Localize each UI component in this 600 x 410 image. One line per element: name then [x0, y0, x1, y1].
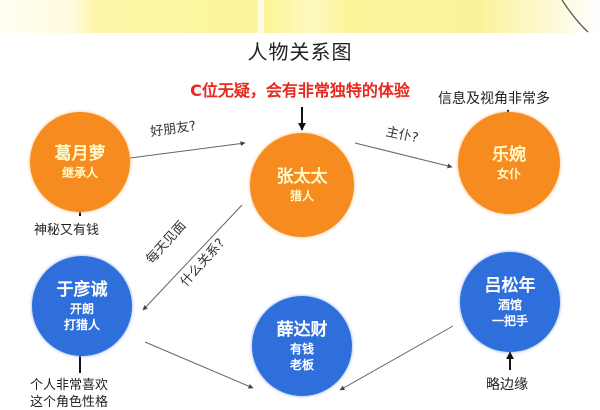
edge-zhang-yu	[142, 204, 243, 311]
edge-zhang-le	[354, 142, 453, 169]
character-trait: 酒馆	[497, 297, 522, 312]
character-name: 葛月萝	[54, 143, 106, 164]
lv-note: 略边缘	[486, 377, 528, 393]
character-role: 猎人	[289, 188, 314, 203]
character-trait: 有钱	[289, 341, 314, 356]
character-role: 老板	[289, 357, 314, 372]
edge-ge-zhang	[129, 141, 246, 159]
le-note: 信息及视角非常多	[438, 91, 550, 107]
character-name: 吕松年	[484, 275, 536, 296]
character-name: 于彦诚	[56, 279, 108, 300]
zhang-highlight-note: C位无疑，会有非常独特的体验	[190, 81, 410, 100]
edge-yu-xue	[144, 341, 254, 389]
edge-lv-xue	[339, 325, 454, 391]
character-name: 薛达财	[276, 319, 328, 340]
character-role: 一把手	[491, 313, 528, 328]
band-seam	[258, 0, 264, 33]
decor-curve	[561, 0, 589, 33]
character-node-ge-yueluo[interactable]: 葛月萝 继承人	[30, 112, 130, 212]
ge-note: 神秘又有钱	[34, 223, 100, 238]
character-node-zhang-taitai[interactable]: 张太太 猎人	[250, 133, 354, 237]
diagram-title: 人物关系图	[247, 40, 353, 64]
character-node-lv-songnian[interactable]: 吕松年 酒馆 一把手	[460, 252, 560, 352]
character-role: 女仆	[496, 166, 521, 181]
character-node-xue-dacai[interactable]: 薛达财 有钱 老板	[252, 296, 352, 396]
character-role: 打猎人	[63, 317, 100, 332]
character-role: 继承人	[61, 165, 98, 180]
character-node-le-wan[interactable]: 乐婉 女仆	[458, 112, 560, 214]
character-trait: 开朗	[69, 301, 94, 316]
yu-note-line2: 这个角色性格	[30, 395, 109, 410]
character-name: 张太太	[276, 166, 328, 187]
top-decorative-band	[0, 0, 600, 33]
character-name: 乐婉	[492, 144, 526, 165]
character-node-yu-yancheng[interactable]: 于彦诚 开朗 打猎人	[32, 256, 132, 356]
yu-note-line1: 个人非常喜欢	[30, 378, 109, 393]
